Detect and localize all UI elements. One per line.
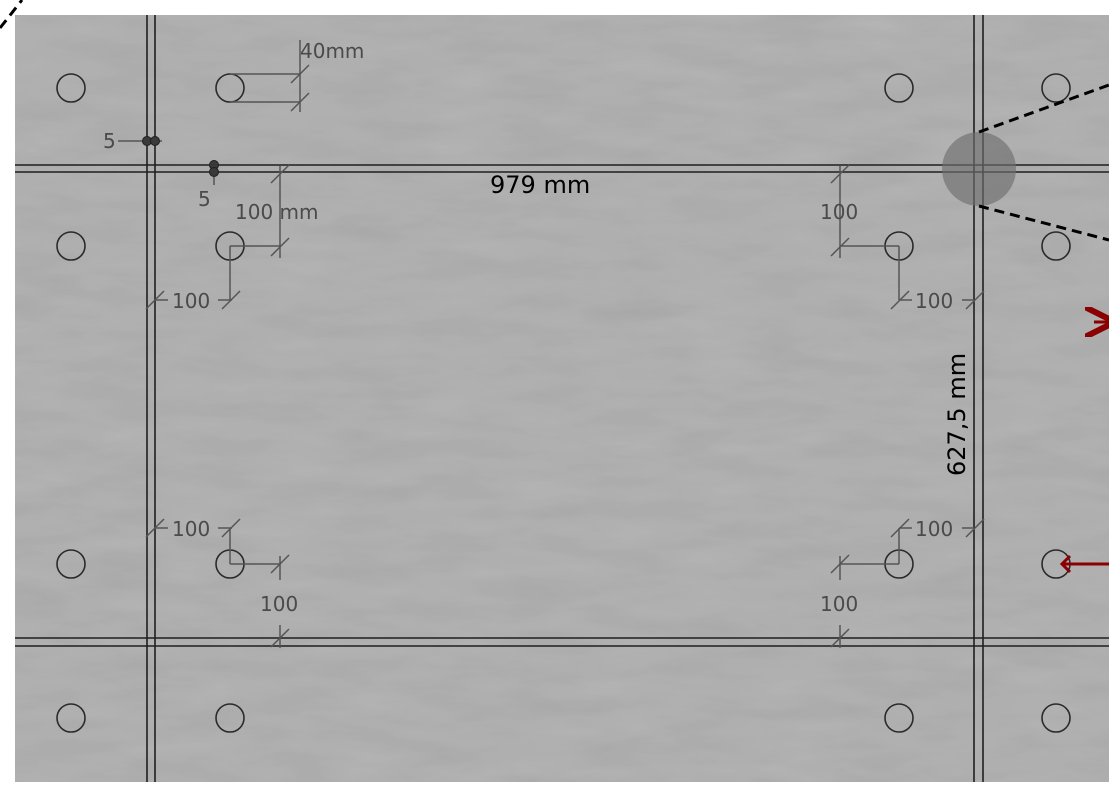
dimension-labels: 40mm 5 5 100 mm 100 100 100 100 100 100 …	[103, 39, 971, 616]
label-gap-horizontal: 5	[103, 129, 116, 153]
label-panel-width: 979 mm	[490, 171, 590, 199]
label-panel-height: 627,5 mm	[943, 353, 971, 476]
hole	[1041, 231, 1071, 261]
label-offset-top-left: 100 mm	[235, 200, 319, 224]
hole	[215, 703, 245, 733]
hole	[1041, 703, 1071, 733]
hole	[56, 73, 86, 103]
callout-lines	[0, 0, 1109, 242]
callout-line-lower	[978, 204, 1109, 242]
red-arrows	[1059, 322, 1109, 574]
label-offset-bottom-right: 100	[820, 592, 858, 616]
gap-marker-dot	[150, 136, 160, 146]
label-gap-vertical: 5	[198, 187, 211, 211]
gap-markers	[142, 136, 219, 177]
hole	[1041, 73, 1071, 103]
label-offset-bottom-left: 100	[260, 592, 298, 616]
label-offset-left-top: 100	[172, 289, 210, 313]
label-offset-right-top: 100	[915, 289, 953, 313]
callout-line-upper	[978, 83, 1109, 134]
hole	[884, 73, 914, 103]
hole	[56, 231, 86, 261]
label-hole-diameter: 40mm	[300, 39, 364, 63]
label-offset-left-bottom: 100	[172, 517, 210, 541]
junction-highlight-circle	[942, 132, 1016, 206]
gap-marker-dot	[209, 167, 219, 177]
hole	[884, 703, 914, 733]
label-offset-top-right: 100	[820, 200, 858, 224]
label-offset-right-bottom: 100	[915, 517, 953, 541]
callout-line-top-left	[0, 0, 24, 29]
concrete-surface	[15, 15, 1109, 782]
hole	[56, 549, 86, 579]
hole	[56, 703, 86, 733]
